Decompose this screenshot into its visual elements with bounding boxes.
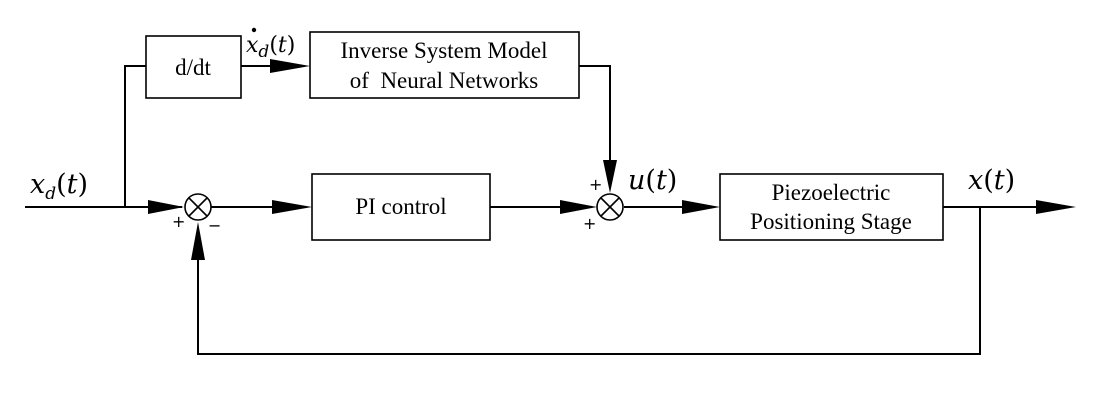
arrow-output	[1036, 200, 1076, 214]
positioning-stage-block: Piezoelectric Positioning Stage	[719, 173, 944, 241]
inverse-model-block: Inverse System Model of Neural Networks	[309, 31, 580, 99]
svg-text:u(t): u(t)	[628, 165, 677, 196]
arrow-into-stage	[682, 200, 720, 214]
stage-label-line1: Piezoelectric	[772, 180, 891, 205]
branch-to-derivative-wire	[124, 65, 146, 207]
pi-control-label: PI control	[355, 194, 446, 219]
svg-text:xd(t): xd(t)	[246, 33, 295, 62]
model-to-junction2-wire	[579, 65, 611, 178]
derivative-label: d/dt	[175, 55, 211, 80]
inverse-model-label-line1: Inverse System Model	[341, 38, 548, 63]
arrow-into-pi	[272, 200, 312, 214]
junction1-plus-sign: +	[172, 212, 185, 231]
derivative-block: d/dt	[145, 35, 242, 99]
derivative-signal-label: xd(t)	[246, 27, 295, 62]
output-signal-label: x(t)	[968, 165, 1015, 196]
arrow-into-junction2-top	[603, 160, 617, 193]
input-signal-label: xd(t)	[30, 169, 88, 204]
arrowheads	[148, 59, 1076, 260]
junction1-minus-sign: −	[208, 216, 221, 235]
pi-control-block: PI control	[311, 173, 491, 241]
derivative-dot	[251, 27, 257, 33]
inverse-model-label-line2: of Neural Networks	[350, 68, 538, 93]
arrow-into-junction1-bottom	[191, 222, 205, 260]
control-signal-label: u(t)	[628, 165, 677, 196]
stage-label-line2: Positioning Stage	[750, 209, 912, 234]
summing-junction-1	[184, 193, 212, 221]
junction2-top-plus-sign: +	[589, 175, 602, 194]
svg-text:x(t): x(t)	[968, 165, 1015, 196]
arrow-into-junction2-left	[560, 200, 597, 214]
feedback-wire	[197, 207, 981, 355]
summing-junction-2	[596, 193, 624, 221]
svg-text:xd(t): xd(t)	[30, 169, 88, 204]
arrow-into-junction1	[148, 200, 184, 214]
junction2-bottom-plus-sign: +	[583, 214, 596, 233]
arrow-into-model	[270, 59, 310, 73]
